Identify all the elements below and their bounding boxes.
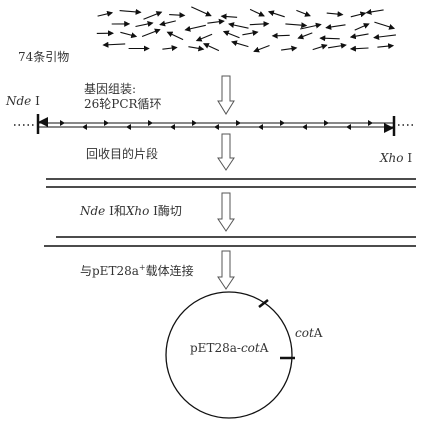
primer-arrow [327, 13, 343, 15]
primer-arrow [250, 9, 264, 16]
primer-arrow [188, 47, 203, 50]
primer-arrow [351, 48, 369, 49]
primer-arrow [377, 46, 393, 48]
strand-arrowhead [346, 124, 351, 130]
primer-arrow [351, 13, 366, 17]
nde-italic: Nde [6, 94, 31, 108]
strand-arrowhead [236, 120, 241, 126]
ligate-sup: + [139, 263, 146, 272]
plasmid-prefix: pET28a- [190, 341, 241, 355]
primer-arrow [197, 34, 212, 40]
insert-suffix: A [314, 326, 323, 340]
primer-arrow [232, 42, 248, 47]
digest-and: I和 [105, 204, 126, 218]
xho-roman: I [404, 151, 413, 165]
primer-arrow [185, 25, 205, 30]
primer-arrow [374, 22, 394, 28]
strand-arrowhead [126, 124, 131, 130]
primer-overlap-marks [60, 120, 373, 130]
insert-italic: cot [295, 326, 314, 340]
primer-arrow [204, 44, 219, 51]
strand-arrowhead [368, 120, 373, 126]
strand-arrowhead [324, 120, 329, 126]
primer-arrow [298, 33, 312, 38]
process-arrow-1 [218, 76, 234, 114]
primer-oligos [97, 7, 396, 52]
strand-arrowhead [280, 120, 285, 126]
plasmid-label: pET28a-cotA [190, 341, 268, 355]
primer-arrow [98, 13, 113, 16]
primer-arrow [222, 16, 238, 17]
primer-arrow [281, 48, 296, 50]
strand-arrowhead [214, 124, 219, 130]
primer-arrow [191, 7, 211, 16]
plasmid-suffix: A [260, 341, 269, 355]
primer-arrow [160, 21, 176, 25]
primer-arrow [142, 30, 160, 37]
nde-site-label: Nde I [6, 94, 40, 108]
primer-arrow [351, 34, 369, 37]
primer-arrow [136, 23, 153, 27]
nde-roman: I [31, 94, 40, 108]
primer-arrow [207, 21, 224, 23]
plasmid-italic: cot [241, 341, 260, 355]
primers-label: 74条引物 [18, 50, 69, 64]
ligate-suffix: 载体连接 [146, 264, 194, 278]
strand-arrowhead [258, 124, 263, 130]
primer-arrow [273, 35, 290, 36]
strand-arrowhead [302, 124, 307, 130]
primer-arrow [144, 12, 162, 19]
xho-cut-site-mark [384, 116, 394, 136]
digest-suffix: I酶切 [149, 204, 182, 218]
primer-arrow [224, 32, 240, 38]
xho-italic: Xho [380, 151, 404, 165]
primer-arrow [367, 10, 384, 13]
digest-xho: Xho [126, 204, 150, 218]
assembly-label-2: 26轮PCR循环 [84, 97, 162, 111]
strand-arrowhead [148, 120, 153, 126]
strand-arrowhead [104, 120, 109, 126]
primer-arrow [242, 32, 257, 35]
primer-arrow [285, 24, 306, 26]
strand-arrowhead [82, 124, 87, 130]
primer-arrow [254, 46, 269, 52]
plasmid-circle [166, 292, 292, 418]
process-arrow-3 [218, 193, 234, 231]
ligate-prefix: 与pET28a [80, 264, 139, 278]
xho-site-label: Xho I [380, 151, 412, 165]
digest-label: Nde I和Xho I酶切 [80, 204, 182, 218]
primer-arrow [320, 38, 339, 39]
strand-arrowhead [60, 120, 65, 126]
assembly-label-1: 基因组装: [84, 82, 136, 96]
insert-label: cotA [295, 326, 322, 340]
primer-arrow [328, 45, 346, 48]
primer-arrow [168, 32, 184, 39]
ligate-label: 与pET28a+载体连接 [80, 264, 194, 278]
primer-arrow [103, 44, 125, 45]
process-arrow-4 [218, 251, 234, 289]
strand-arrowhead [170, 124, 175, 130]
primer-arrow [296, 10, 310, 15]
primer-arrow [269, 12, 285, 17]
process-arrow-2 [218, 134, 234, 170]
digest-nde: Nde [80, 204, 105, 218]
primer-arrow [313, 45, 327, 49]
primer-arrow [162, 48, 176, 50]
primer-arrow [169, 15, 184, 16]
nde-cut-site-mark [38, 114, 48, 134]
primer-arrow [374, 35, 396, 38]
strand-arrowhead [192, 120, 197, 126]
primer-arrow [355, 24, 369, 30]
recover-label: 回收目的片段 [86, 147, 158, 161]
primer-arrow [326, 25, 345, 28]
primer-arrow [120, 32, 136, 36]
primer-arrow [250, 24, 269, 25]
primer-arrow [120, 11, 141, 13]
primer-arrow [229, 24, 249, 28]
